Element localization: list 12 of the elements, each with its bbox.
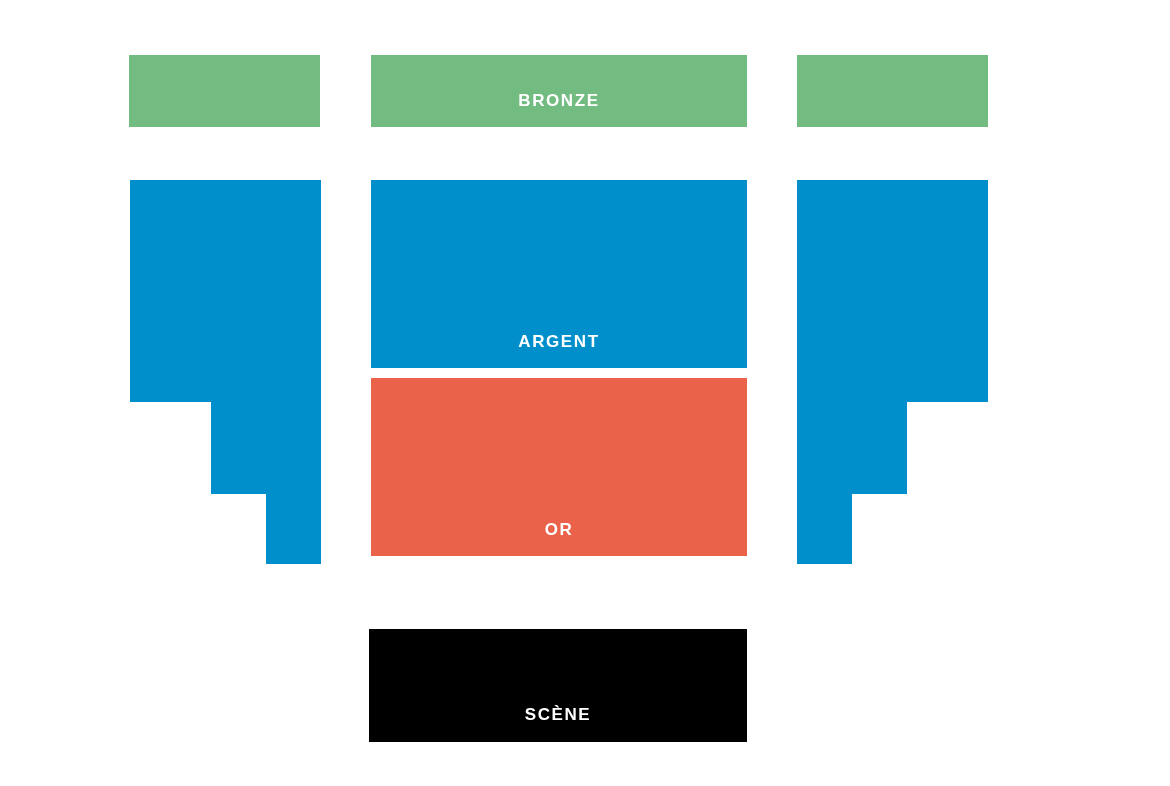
section-label: OR — [544, 520, 574, 540]
argent-section — [371, 180, 747, 368]
section-label: ARGENT — [518, 332, 600, 352]
bronze-section — [371, 55, 747, 127]
or-section — [371, 378, 747, 556]
section-label: BRONZE — [518, 91, 600, 111]
bronze-section — [797, 55, 988, 127]
side-seating-section — [130, 180, 321, 564]
stage — [369, 629, 747, 742]
section-label: SCÈNE — [524, 705, 592, 725]
side-seating-section — [797, 180, 988, 564]
bronze-section — [129, 55, 320, 127]
